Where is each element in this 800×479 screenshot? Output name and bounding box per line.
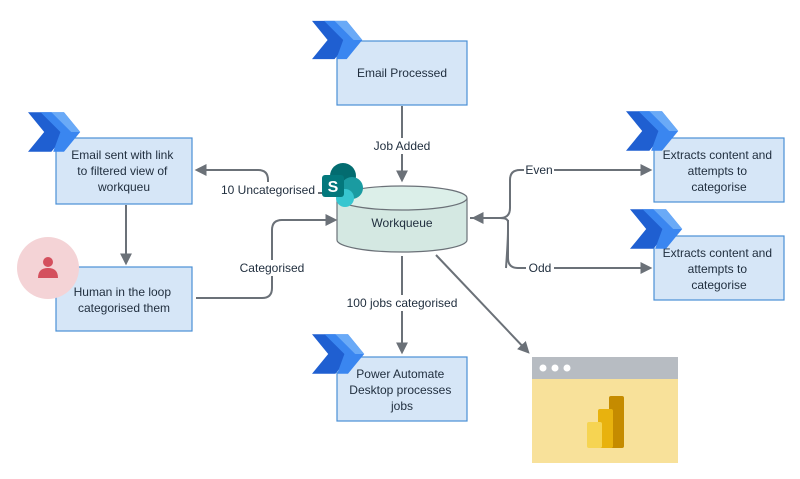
node-workqueue-label: Workqueue <box>371 216 432 230</box>
node-email-processed[interactable]: Email Processed <box>312 20 468 106</box>
node-human-loop[interactable]: Human in the loop categorised them <box>17 237 193 332</box>
edge-label-even: Even <box>525 163 552 177</box>
svg-text:Power Automate Desktop p: Power Automate Desktop processes jobs <box>349 367 454 413</box>
sharepoint-icon: S <box>322 163 363 207</box>
edge-labels: Job Added 10 Uncategorised Categorised E… <box>220 138 554 311</box>
window-dot <box>563 364 571 372</box>
node-powerbi-window[interactable] <box>532 357 678 463</box>
person-icon <box>17 237 79 299</box>
node-email-sent[interactable]: Email sent with link to filtered view of… <box>28 112 193 205</box>
edge-human-to-workqueue <box>196 214 338 299</box>
svg-text:Email sent with link to: Email sent with link to filtered view of… <box>71 148 176 194</box>
edge-label-odd: Odd <box>529 261 552 275</box>
node-extracts-odd-line-1: Extracts content and <box>663 246 772 260</box>
node-human-loop-line-2: categorised them <box>78 301 170 315</box>
node-extracts-even-line-3: categorise <box>691 180 747 194</box>
edge-label-categorised: Categorised <box>240 261 305 275</box>
node-email-sent-line-3: workqueu <box>97 180 150 194</box>
node-extracts-even-line-1: Extracts content and <box>663 148 772 162</box>
edge-workqueue-to-odd <box>507 220 653 274</box>
edge-extracts-even-return <box>471 212 509 269</box>
node-extracts-odd[interactable]: Extracts content and attempts to categor… <box>630 209 785 301</box>
node-email-sent-line-1: Email sent with link <box>71 148 174 162</box>
node-email-processed-line-1: Email Processed <box>357 66 447 80</box>
node-pad-processes-line-3: jobs <box>390 399 413 413</box>
node-workqueue[interactable]: Workqueue S <box>322 163 468 253</box>
node-pad-processes-line-1: Power Automate <box>356 367 444 381</box>
edge-workqueue-to-even <box>470 164 653 219</box>
node-extracts-even-line-2: attempts to <box>688 164 748 178</box>
svg-text:Email Processed: Email Processed <box>357 66 447 80</box>
node-extracts-even[interactable]: Extracts content and attempts to categor… <box>626 111 785 203</box>
node-extracts-odd-line-2: attempts to <box>688 262 748 276</box>
window-titlebar <box>532 357 678 379</box>
edge-label-jobs-categorised: 100 jobs categorised <box>347 296 458 310</box>
edge-label-uncategorised: 10 Uncategorised <box>221 183 315 197</box>
svg-text:Workqueue: Workqueue <box>371 216 432 230</box>
svg-text:Extracts content and att: Extracts content and attempts to categor… <box>663 246 776 292</box>
edge-workqueue-to-powerbi <box>435 254 530 354</box>
edge-label-job-added: Job Added <box>374 139 431 153</box>
node-extracts-odd-line-3: categorise <box>691 278 747 292</box>
node-pad-processes[interactable]: Power Automate Desktop processes jobs <box>312 334 468 422</box>
svg-text:Extracts content and att: Extracts content and attempts to categor… <box>663 148 776 194</box>
svg-text:S: S <box>328 179 339 196</box>
node-human-loop-line-1: Human in the loop <box>74 285 172 299</box>
window-dot <box>551 364 559 372</box>
window-dot <box>539 364 547 372</box>
power-bi-icon <box>587 396 624 448</box>
node-email-sent-line-2: to filtered view of <box>77 164 168 178</box>
node-pad-processes-line-2: Desktop processes <box>349 383 451 397</box>
svg-text:Human in the loop catego: Human in the loop categorised them <box>74 285 175 315</box>
